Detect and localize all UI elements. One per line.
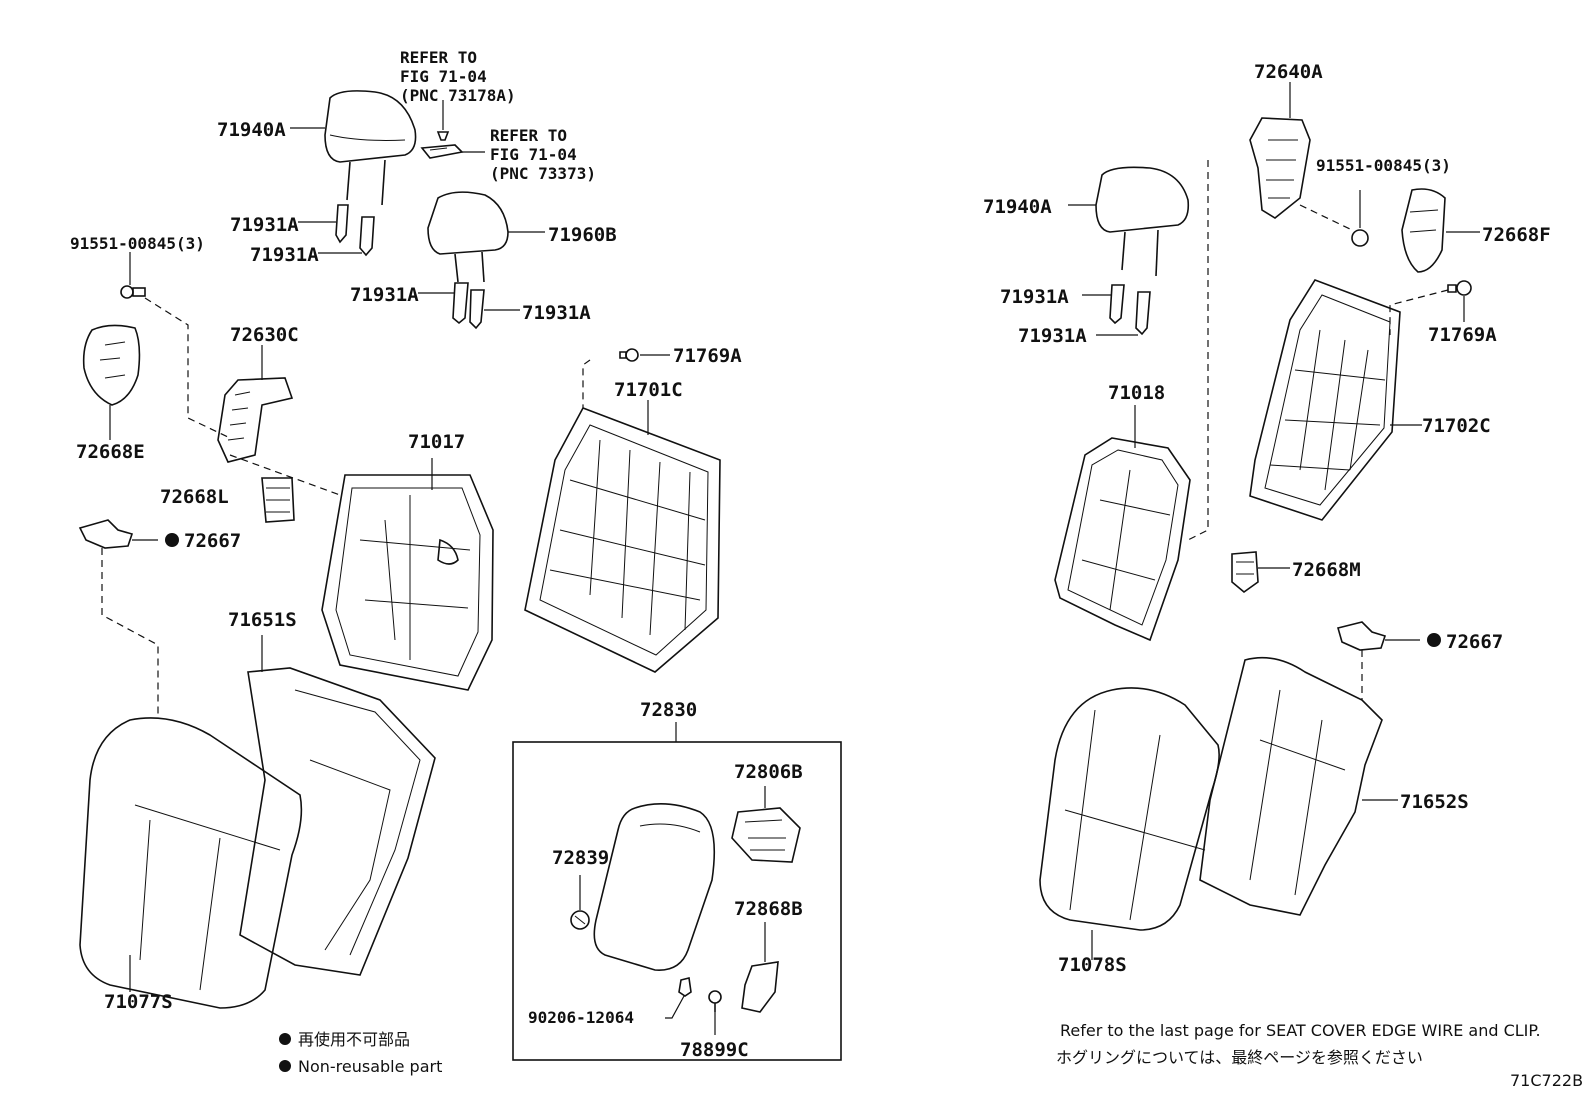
label-72667-right: 72667 <box>1446 631 1503 653</box>
frame-71017 <box>321 458 494 691</box>
refer-note-line-1: REFER TO <box>400 48 477 67</box>
refer-note-line-4: REFER TO <box>490 126 567 145</box>
label-72839: 72839 <box>552 847 609 869</box>
legend-dot-en <box>279 1060 291 1072</box>
armrest-72830 <box>593 803 716 971</box>
trim-72868B <box>741 922 779 1013</box>
screw-90206 <box>665 977 692 1019</box>
label-71652S: 71652S <box>1400 791 1469 813</box>
frame-71018 <box>1054 405 1191 642</box>
bolt-91551-left <box>120 252 231 439</box>
label-71931A-1: 71931A <box>230 214 299 236</box>
label-91551-right: 91551-00845(3) <box>1316 156 1451 175</box>
refer-note-line-3: (PNC 73178A) <box>400 86 516 105</box>
label-71701C: 71701C <box>614 379 683 401</box>
label-72830: 72830 <box>640 699 697 721</box>
label-72668L: 72668L <box>160 486 229 508</box>
hinge-72640A <box>1187 82 1311 541</box>
label-71018: 71018 <box>1108 382 1165 404</box>
diagram-code: 71C722B <box>1510 1071 1583 1090</box>
armrest-assy-box <box>512 722 842 1061</box>
cover-72668E <box>82 324 141 440</box>
clip-72668L <box>261 477 295 523</box>
headrest-pin-and-cap <box>420 100 485 159</box>
headrest-71940A-right <box>1068 166 1190 277</box>
clip-71769A-right <box>1389 280 1472 335</box>
label-71769A-left: 71769A <box>673 345 742 367</box>
label-71651S: 71651S <box>228 609 297 631</box>
footer-notes: Refer to the last page for SEAT COVER ED… <box>1056 1021 1583 1090</box>
label-71931A-4: 71931A <box>522 302 591 324</box>
refer-note-line-2: FIG 71-04 <box>400 67 487 86</box>
clip-72667-left <box>78 519 179 718</box>
label-71960B: 71960B <box>548 224 617 246</box>
legend-text-en: Non-reusable part <box>298 1057 442 1076</box>
label-71940A-right: 71940A <box>983 196 1052 218</box>
board-71702C <box>1249 279 1422 521</box>
clip-72668M <box>1231 551 1290 594</box>
cup-holder-72806B <box>731 786 801 863</box>
cover-72668F <box>1401 188 1480 273</box>
refer-note-line-6: (PNC 73373) <box>490 164 596 183</box>
headrest-71960B <box>427 191 545 283</box>
label-71017: 71017 <box>408 431 465 453</box>
label-71931A-r1: 71931A <box>1000 286 1069 308</box>
bolt-91551-right <box>1299 190 1369 247</box>
cover-71077S <box>79 717 303 1009</box>
label-71702C: 71702C <box>1422 415 1491 437</box>
refer-notes: REFER TO FIG 71-04 (PNC 73178A) REFER TO… <box>400 48 596 183</box>
label-78899C: 78899C <box>680 1039 749 1061</box>
headrest-guides-left <box>298 204 520 330</box>
headrest-71940A-left <box>290 90 417 206</box>
part-labels: 71940A 71931A 71931A 71960B 71931A 71931… <box>70 61 1551 1061</box>
cover-71078S <box>1039 687 1220 960</box>
legend-text-jp: 再使用不可部品 <box>298 1030 410 1049</box>
board-71701C <box>524 348 721 673</box>
label-72640A: 72640A <box>1254 61 1323 83</box>
label-72868B: 72868B <box>734 898 803 920</box>
label-72806B: 72806B <box>734 761 803 783</box>
refer-note-line-5: FIG 71-04 <box>490 145 577 164</box>
headrest-guides-right <box>1082 284 1151 336</box>
footer-note-en: Refer to the last page for SEAT COVER ED… <box>1060 1021 1541 1040</box>
legend: 再使用不可部品 Non-reusable part <box>279 1030 442 1076</box>
label-72668F: 72668F <box>1482 224 1551 246</box>
label-72667-left: 72667 <box>184 530 241 552</box>
cover-71652S <box>1199 656 1398 916</box>
label-90206: 90206-12064 <box>528 1008 634 1027</box>
footer-note-jp: ホグリングについては、最終ページを参照ください <box>1056 1048 1423 1067</box>
label-71077S: 71077S <box>104 991 173 1013</box>
label-91551-left: 91551-00845(3) <box>70 234 205 253</box>
label-71931A-2: 71931A <box>250 244 319 266</box>
clip-78899C <box>708 990 722 1035</box>
cover-71651S <box>239 635 436 976</box>
cap-72839 <box>570 875 590 930</box>
label-71078S: 71078S <box>1058 954 1127 976</box>
hinge-72630C <box>217 345 341 496</box>
label-71931A-r2: 71931A <box>1018 325 1087 347</box>
label-71931A-3: 71931A <box>350 284 419 306</box>
label-71940A-left: 71940A <box>217 119 286 141</box>
legend-dot-jp <box>279 1033 291 1045</box>
label-72668E: 72668E <box>76 441 145 463</box>
label-72630C: 72630C <box>230 324 299 346</box>
label-72668M: 72668M <box>1292 559 1361 581</box>
clip-72667-right <box>1337 621 1441 700</box>
label-71769A-right: 71769A <box>1428 324 1497 346</box>
